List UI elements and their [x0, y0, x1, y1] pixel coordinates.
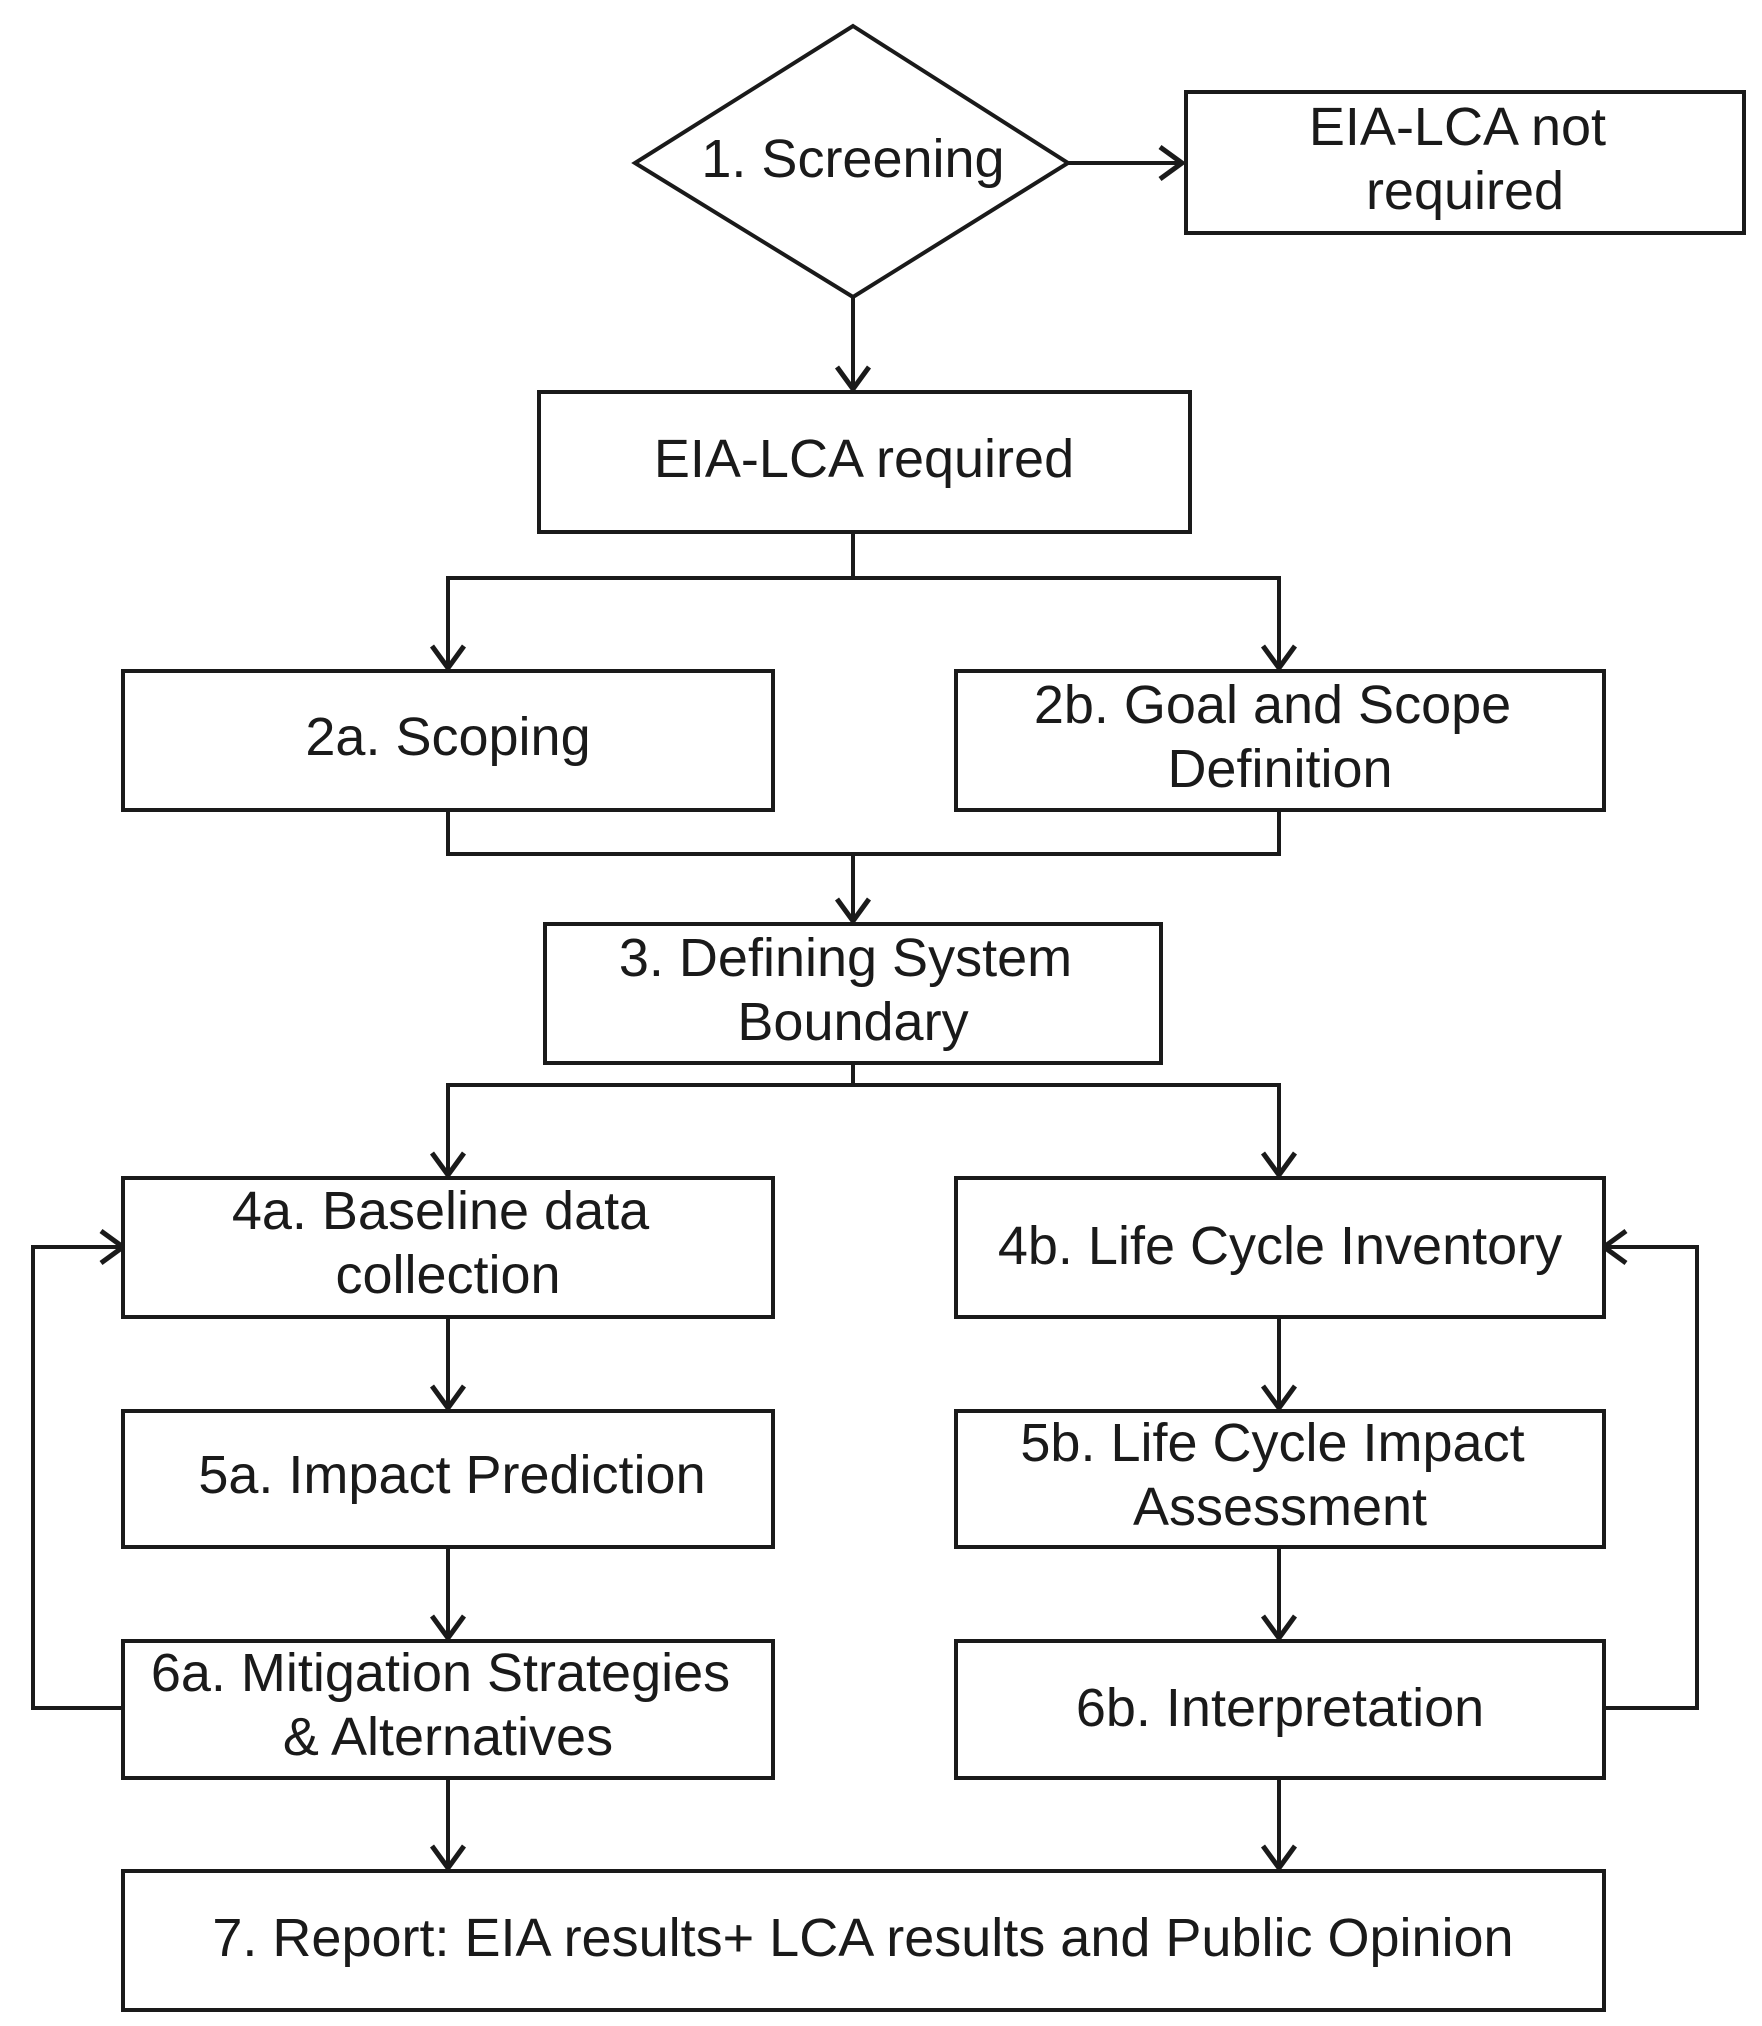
node-interpretation: 6b. Interpretation: [954, 1639, 1606, 1780]
connector-interpretation-feedback-loop: [1604, 1245, 1699, 1710]
node-label: 1. Screening: [701, 129, 1004, 189]
process-box: [121, 1409, 775, 1549]
connector-required-split-right: [853, 576, 1281, 668]
node-eia-lca-required: EIA-LCA required: [537, 390, 1192, 534]
node-scoping: 2a. Scoping: [121, 669, 775, 812]
process-box: [543, 922, 1163, 1065]
node-label: EIA-LCA required: [654, 429, 1074, 489]
node-system-boundary: 3. Defining System Boundary: [543, 922, 1163, 1065]
arrowhead: [1260, 644, 1298, 673]
node-label: 3. Defining System Boundary: [619, 928, 1087, 1052]
arrowhead: [1260, 1384, 1298, 1413]
node-life-cycle-impact-assessment: 5b. Life Cycle Impact Assessment: [954, 1409, 1606, 1549]
process-box: [537, 390, 1192, 534]
arrowhead: [429, 644, 467, 673]
arrowhead: [429, 1384, 467, 1413]
arrowhead: [1260, 1844, 1298, 1873]
connector-mitigation-feedback-loop: [31, 1245, 123, 1710]
node-label: 2b. Goal and Scope Definition: [1034, 675, 1526, 799]
arrowhead: [1158, 144, 1187, 182]
connectors: [31, 144, 1699, 1873]
arrowhead: [834, 897, 872, 926]
node-label: 6a. Mitigation Strategies & Alternatives: [151, 1643, 745, 1767]
node-label: 5b. Life Cycle Impact Assessment: [1020, 1413, 1539, 1537]
arrowhead: [1260, 1151, 1298, 1180]
connector-boundary-split-right: [853, 1083, 1281, 1175]
process-box: [954, 669, 1606, 812]
connector-scoping-merge: [446, 810, 1281, 856]
node-screening: 1. Screening: [631, 23, 1072, 300]
process-box: [1184, 90, 1746, 235]
node-label: 2a. Scoping: [305, 707, 590, 767]
arrowhead: [1260, 1614, 1298, 1643]
arrowhead: [429, 1844, 467, 1873]
node-label: 6b. Interpretation: [1076, 1678, 1484, 1738]
connector-required-split: [446, 532, 855, 668]
process-box: [121, 1869, 1606, 2012]
node-life-cycle-inventory: 4b. Life Cycle Inventory: [954, 1176, 1606, 1319]
node-label: 7. Report: EIA results+ LCA results and …: [212, 1908, 1513, 1968]
connector-boundary-split: [446, 1063, 855, 1175]
node-report: 7. Report: EIA results+ LCA results and …: [121, 1869, 1606, 2012]
node-goal-and-scope: 2b. Goal and Scope Definition: [954, 669, 1606, 812]
process-box: [954, 1176, 1606, 1319]
arrowhead: [429, 1614, 467, 1643]
node-label: 4a. Baseline data collection: [232, 1181, 664, 1305]
node-label: EIA-LCA not required: [1309, 97, 1621, 221]
process-box: [954, 1639, 1606, 1780]
decision-diamond: [631, 23, 1072, 300]
process-box: [121, 669, 775, 812]
arrowhead: [429, 1151, 467, 1180]
node-impact-prediction: 5a. Impact Prediction: [121, 1409, 775, 1549]
node-label: 4b. Life Cycle Inventory: [998, 1216, 1562, 1276]
process-box: [954, 1409, 1606, 1549]
node-eia-lca-not-required: EIA-LCA not required: [1184, 90, 1746, 235]
process-box: [121, 1176, 775, 1319]
node-mitigation-strategies: 6a. Mitigation Strategies & Alternatives: [121, 1639, 775, 1780]
process-box: [121, 1639, 775, 1780]
node-label: 5a. Impact Prediction: [198, 1445, 705, 1505]
arrowhead: [834, 365, 872, 394]
node-baseline-data: 4a. Baseline data collection: [121, 1176, 775, 1319]
